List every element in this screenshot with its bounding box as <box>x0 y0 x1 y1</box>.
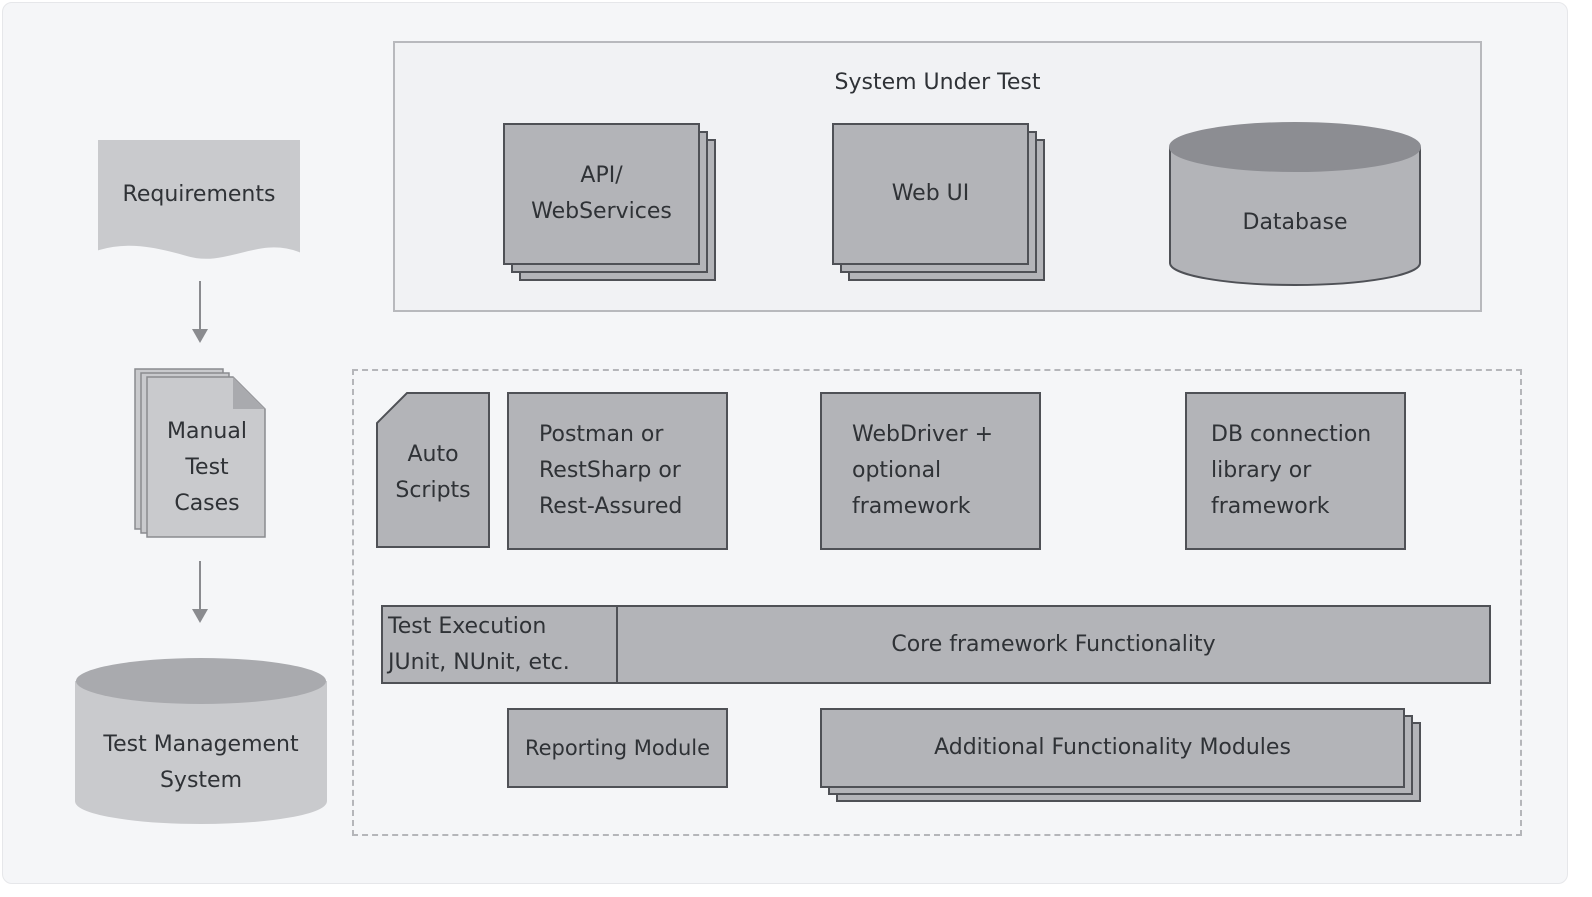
manual-tests-line-3: Cases <box>174 491 239 516</box>
additional-modules-label: Additional Functionality Modules <box>934 735 1291 760</box>
web-tools-box: WebDriver + optional framework <box>820 392 1041 550</box>
core-functionality-label: Core framework Functionality <box>891 632 1216 657</box>
test-execution-line-2: JUnit, NUnit, etc. <box>388 649 570 675</box>
test-execution-cell: Test Execution JUnit, NUnit, etc. <box>388 607 614 682</box>
additional-modules-box: Additional Functionality Modules <box>820 708 1405 788</box>
manual-test-cases-stack: Manual Test Cases <box>134 368 266 538</box>
db-tools-box: DB connection library or framework <box>1185 392 1406 550</box>
tms-line-1: Test Management <box>102 732 299 757</box>
db-tools-line-1: DB connection <box>1211 422 1372 447</box>
test-management-system-cylinder: Test Management System <box>75 658 327 824</box>
system-under-test-title: System Under Test <box>834 69 1041 95</box>
arrow-down-2 <box>192 561 208 623</box>
api-tools-box: Postman or RestSharp or Rest-Assured <box>507 392 728 550</box>
api-tools-line-2: RestSharp or <box>539 458 681 483</box>
auto-scripts-shape: Auto Scripts <box>376 392 490 548</box>
execution-core-divider <box>616 605 618 684</box>
requirements-label: Requirements <box>123 182 276 207</box>
api-webservices-box: API/ WebServices <box>503 123 700 265</box>
manual-tests-line-1: Manual <box>167 419 247 444</box>
web-tools-line-2: optional <box>852 458 942 483</box>
manual-tests-line-2: Test <box>184 455 229 480</box>
api-tools-line-3: Rest-Assured <box>539 494 683 519</box>
auto-scripts-line-1: Auto <box>407 442 458 467</box>
reporting-module-label: Reporting Module <box>524 736 711 760</box>
database-cylinder: Database <box>1169 122 1421 286</box>
auto-scripts-line-2: Scripts <box>395 478 470 503</box>
diagram-canvas: Requirements Manual Test Cases Test Mana… <box>2 2 1568 884</box>
requirements-document: Requirements <box>98 140 300 259</box>
web-ui-box: Web UI <box>832 123 1029 265</box>
core-functionality-cell: Core framework Functionality <box>618 607 1489 682</box>
database-label: Database <box>1243 210 1348 235</box>
api-line-1: API/ <box>580 163 623 188</box>
api-tools-line-1: Postman or <box>539 422 664 447</box>
web-tools-line-3: framework <box>852 494 971 519</box>
db-tools-line-2: library or <box>1211 458 1312 483</box>
test-execution-line-1: Test Execution <box>388 613 547 639</box>
tms-line-2: System <box>160 768 242 793</box>
web-tools-line-1: WebDriver + <box>852 422 994 447</box>
execution-core-bar <box>381 605 1491 684</box>
test-automation-framework-frame <box>352 369 1522 836</box>
arrow-down-1 <box>192 281 208 343</box>
web-ui-label: Web UI <box>891 181 970 206</box>
db-tools-line-3: framework <box>1211 494 1330 519</box>
reporting-module-box: Reporting Module <box>507 708 728 788</box>
api-line-2: WebServices <box>531 199 672 224</box>
